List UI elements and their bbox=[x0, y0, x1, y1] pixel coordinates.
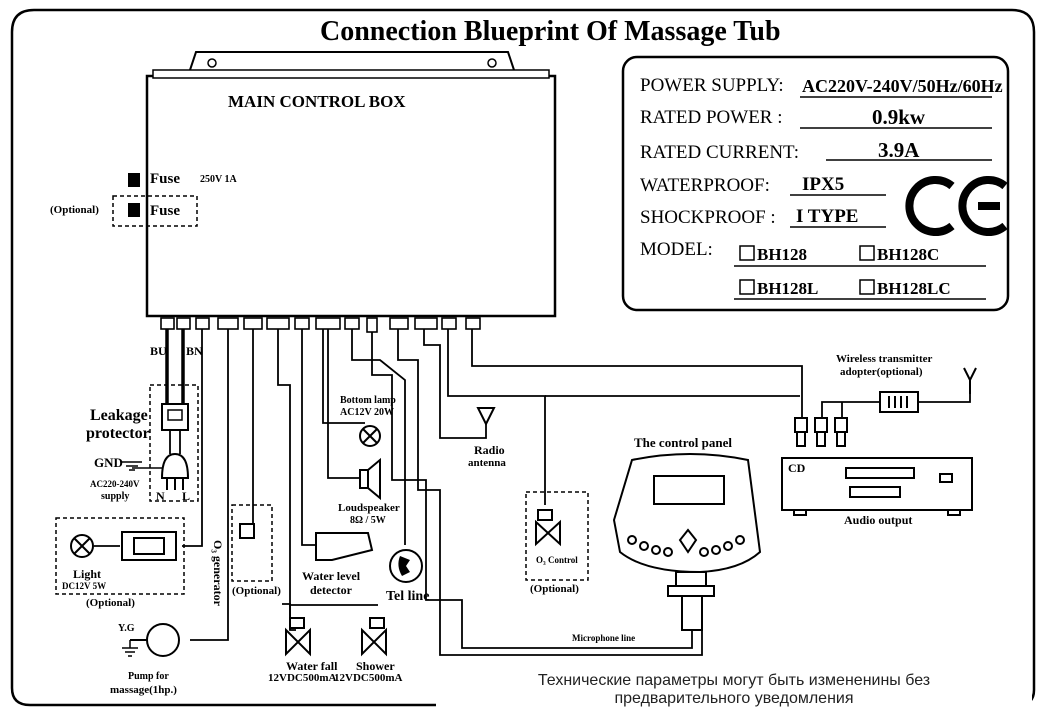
shower-label-1: Shower bbox=[356, 659, 395, 673]
rated-current-label: RATED CURRENT: bbox=[640, 142, 799, 163]
leakage-protector-label-1: Leakage bbox=[90, 407, 148, 424]
o3-control-valve-icon bbox=[535, 509, 561, 547]
spec-plate bbox=[621, 55, 1010, 312]
shockproof-label: SHOCKPROOF : bbox=[640, 207, 776, 228]
pump-label-2: massage(1hp.) bbox=[110, 684, 177, 696]
wireless-antenna-icon bbox=[963, 367, 977, 394]
footer-note: Технические параметры могут быть изменен… bbox=[436, 672, 1032, 713]
gnd-label: GND bbox=[94, 455, 123, 470]
footer-note-line-2: предварительного уведомления bbox=[614, 690, 854, 708]
antenna-icon bbox=[476, 407, 496, 427]
light-optional: (Optional) bbox=[86, 597, 135, 609]
loudspeaker-label-2: 8Ω / 5W bbox=[350, 515, 386, 526]
water-level-label-2: detector bbox=[310, 583, 352, 597]
shockproof-value: I TYPE bbox=[796, 206, 859, 227]
bottom-lamp-icon bbox=[359, 425, 381, 447]
fuse-optional-label: Fuse bbox=[150, 203, 180, 219]
ground-icon bbox=[122, 461, 142, 471]
water-level-label-1: Water level bbox=[302, 569, 361, 583]
fuse-rating: 250V 1A bbox=[200, 174, 237, 185]
radio-antenna-label-1: Radio bbox=[474, 443, 505, 457]
model-bh128lc: BH128LC bbox=[877, 279, 951, 298]
shower-label-2: 12VDC500mA bbox=[334, 672, 403, 684]
control-panel-label: The control panel bbox=[634, 435, 732, 450]
fuse-icon bbox=[128, 173, 140, 187]
wire-bn: BN bbox=[186, 344, 203, 358]
light-spec: DC12V 5W bbox=[62, 581, 107, 591]
cd-player-icon bbox=[781, 457, 973, 516]
bottom-lamp-label-1: Bottom lamp bbox=[340, 395, 396, 406]
leakage-protector-label-2: protector bbox=[86, 425, 150, 442]
waterproof-value: IPX5 bbox=[802, 174, 845, 195]
fuse-optional-tag: (Optional) bbox=[50, 204, 99, 216]
shower-valve-icon bbox=[361, 617, 387, 657]
model-bh128l: BH128L bbox=[757, 279, 819, 298]
rca-plugs-icon bbox=[794, 417, 848, 447]
diagram-title: Connection Blueprint Of Massage Tub bbox=[320, 16, 781, 47]
supply-label-1: AC220-240V bbox=[90, 479, 140, 489]
plug-l-label: L bbox=[182, 489, 191, 503]
control-panel-icon bbox=[612, 453, 762, 631]
rated-power-label: RATED POWER : bbox=[640, 107, 783, 128]
wireless-label-1: Wireless transmitter bbox=[836, 353, 933, 365]
plug-icon bbox=[160, 452, 190, 479]
model-bh128: BH128 bbox=[757, 245, 808, 264]
loudspeaker-icon bbox=[359, 457, 381, 501]
wire-bu: BU bbox=[150, 344, 167, 358]
wireless-label-2: adopter(optional) bbox=[840, 366, 923, 378]
fuse-label: Fuse bbox=[150, 171, 180, 187]
pump-motor-icon bbox=[130, 623, 180, 657]
fuse-optional-icon bbox=[128, 203, 140, 217]
waterfall-valve-icon bbox=[285, 617, 311, 657]
footer-note-line-1: Технические параметры могут быть изменен… bbox=[537, 672, 931, 689]
pump-label-1: Pump for bbox=[128, 671, 169, 682]
waterfall-label-1: Water fall bbox=[286, 659, 338, 673]
model-label: MODEL: bbox=[640, 239, 713, 260]
o3-generator-label: O₃ generator bbox=[211, 540, 225, 606]
main-box-label: MAIN CONTROL BOX bbox=[228, 92, 406, 111]
power-supply-value: AC220V-240V/50Hz/60Hz bbox=[802, 76, 1003, 96]
audio-output-label: Audio output bbox=[844, 513, 913, 527]
phone-icon bbox=[389, 549, 423, 583]
light-label: Light bbox=[73, 567, 102, 581]
power-supply-label: POWER SUPPLY: bbox=[640, 75, 784, 96]
o3-control-optional: (Optional) bbox=[530, 583, 579, 595]
waterproof-label: WATERPROOF: bbox=[640, 175, 770, 196]
rated-power-value: 0.9kw bbox=[872, 105, 926, 129]
o3-generator-optional: (Optional) bbox=[232, 585, 281, 597]
supply-label-2: supply bbox=[101, 491, 130, 502]
rated-current-value: 3.9A bbox=[878, 138, 920, 162]
bottom-lamp-label-2: AC12V 20W bbox=[340, 407, 394, 418]
lamp-icon bbox=[70, 534, 94, 558]
radio-antenna-label-2: antenna bbox=[468, 457, 506, 469]
pump-yg-label: Y.G bbox=[118, 623, 135, 634]
o3-control-label: O₃ Control bbox=[536, 555, 578, 565]
tel-line-label: Tel line bbox=[386, 589, 430, 604]
loudspeaker-label-1: Loudspeaker bbox=[338, 502, 400, 514]
ce-mark-icon bbox=[905, 176, 1008, 236]
water-level-icon bbox=[315, 532, 374, 561]
model-bh128c: BH128C bbox=[877, 245, 940, 264]
waterfall-label-2: 12VDC500mA bbox=[268, 672, 337, 684]
cd-label: CD bbox=[788, 461, 806, 475]
microphone-line-label: Microphone line bbox=[572, 633, 636, 643]
plug-n-label: N bbox=[156, 489, 165, 503]
